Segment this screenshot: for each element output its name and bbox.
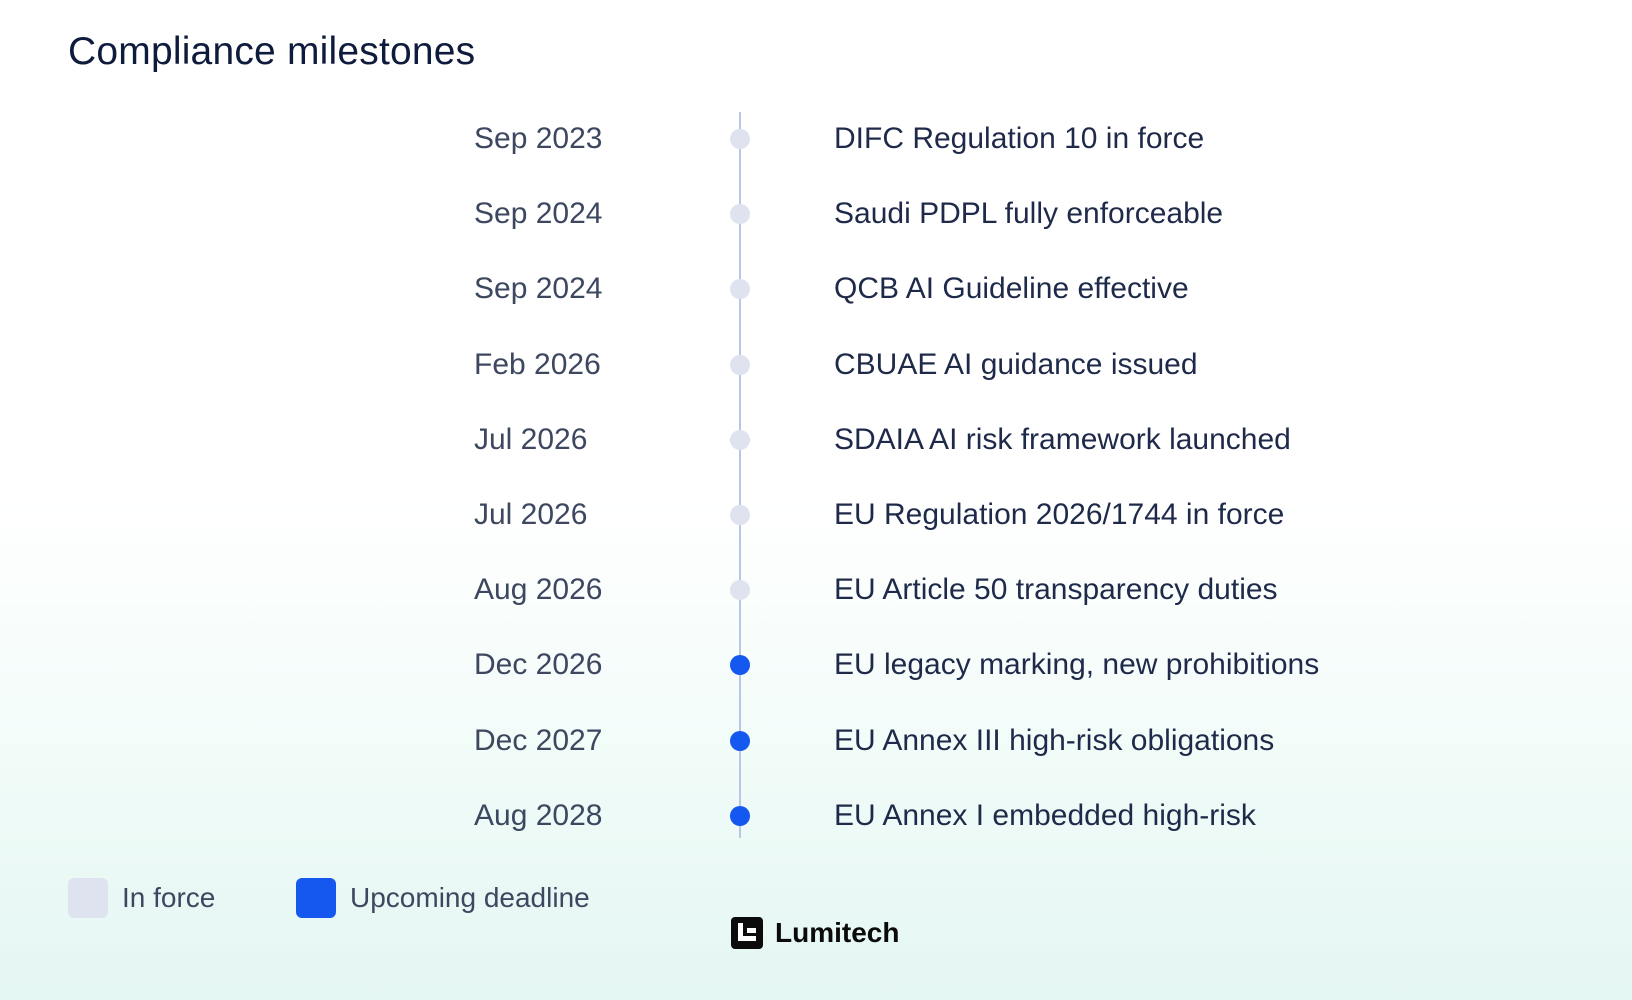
in-force-milestone-dot	[730, 580, 750, 601]
legend-swatch-in-force	[68, 878, 108, 918]
upcoming-milestone-dot	[730, 805, 750, 826]
upcoming-milestone-dot	[730, 655, 750, 676]
milestone-event: EU Annex III high-risk obligations	[834, 723, 1275, 757]
milestone-date: Aug 2026	[474, 573, 603, 607]
timeline-axis-line	[739, 112, 741, 838]
legend-label-upcoming: Upcoming deadline	[350, 882, 590, 913]
in-force-milestone-dot	[730, 204, 750, 225]
milestone-event: EU Annex I embedded high-risk	[834, 798, 1256, 832]
milestone-row: Sep 2024 QCB AI Guideline effective	[0, 269, 1632, 309]
upcoming-milestone-dot	[730, 730, 750, 751]
milestone-event: DIFC Regulation 10 in force	[834, 122, 1205, 155]
milestone-date: Aug 2028	[474, 798, 603, 832]
milestone-event: SDAIA AI risk framework launched	[834, 422, 1291, 456]
milestone-row: Aug 2028 EU Annex I embedded high-risk	[0, 796, 1632, 836]
brand-name: Lumitech	[775, 917, 900, 948]
milestone-row: Sep 2024 Saudi PDPL fully enforceable	[0, 194, 1632, 234]
legend-label-in-force: In force	[122, 882, 216, 913]
lumitech-logo-icon	[731, 917, 763, 949]
milestone-date: Jul 2026	[474, 422, 588, 456]
milestone-row: Jul 2026 EU Regulation 2026/1744 in force	[0, 495, 1632, 535]
milestone-event: QCB AI Guideline effective	[834, 272, 1189, 306]
milestone-date: Sep 2023	[474, 122, 603, 155]
in-force-milestone-dot	[730, 129, 750, 149]
milestone-row: Dec 2026 EU legacy marking, new prohibiti…	[0, 645, 1632, 685]
milestone-date: Feb 2026	[474, 347, 601, 381]
milestone-row: Aug 2026 EU Article 50 transparency dutie…	[0, 570, 1632, 610]
milestone-row: Jul 2026 SDAIA AI risk framework launched	[0, 420, 1632, 460]
milestone-date: Dec 2026	[474, 648, 603, 682]
milestone-event: CBUAE AI guidance issued	[834, 347, 1198, 381]
milestone-row: Dec 2027 EU Annex III high-risk obligatio…	[0, 721, 1632, 761]
in-force-milestone-dot	[730, 429, 750, 450]
legend-swatch-upcoming	[296, 878, 336, 918]
milestone-event: EU Article 50 transparency duties	[834, 573, 1278, 607]
milestone-row: Feb 2026 CBUAE AI guidance issued	[0, 345, 1632, 385]
milestone-date: Sep 2024	[474, 272, 603, 306]
milestone-row: Sep 2023 DIFC Regulation 10 in force	[0, 119, 1632, 159]
in-force-milestone-dot	[730, 354, 750, 375]
milestone-date: Sep 2024	[474, 197, 603, 231]
in-force-milestone-dot	[730, 279, 750, 300]
milestone-event: EU legacy marking, new prohibitions	[834, 648, 1320, 682]
milestone-date: Jul 2026	[474, 498, 588, 531]
in-force-milestone-dot	[730, 505, 750, 525]
milestone-event: EU Regulation 2026/1744 in force	[834, 498, 1285, 531]
page-title: Compliance milestones	[68, 30, 476, 73]
milestone-date: Dec 2027	[474, 723, 603, 757]
milestone-event: Saudi PDPL fully enforceable	[834, 197, 1224, 231]
